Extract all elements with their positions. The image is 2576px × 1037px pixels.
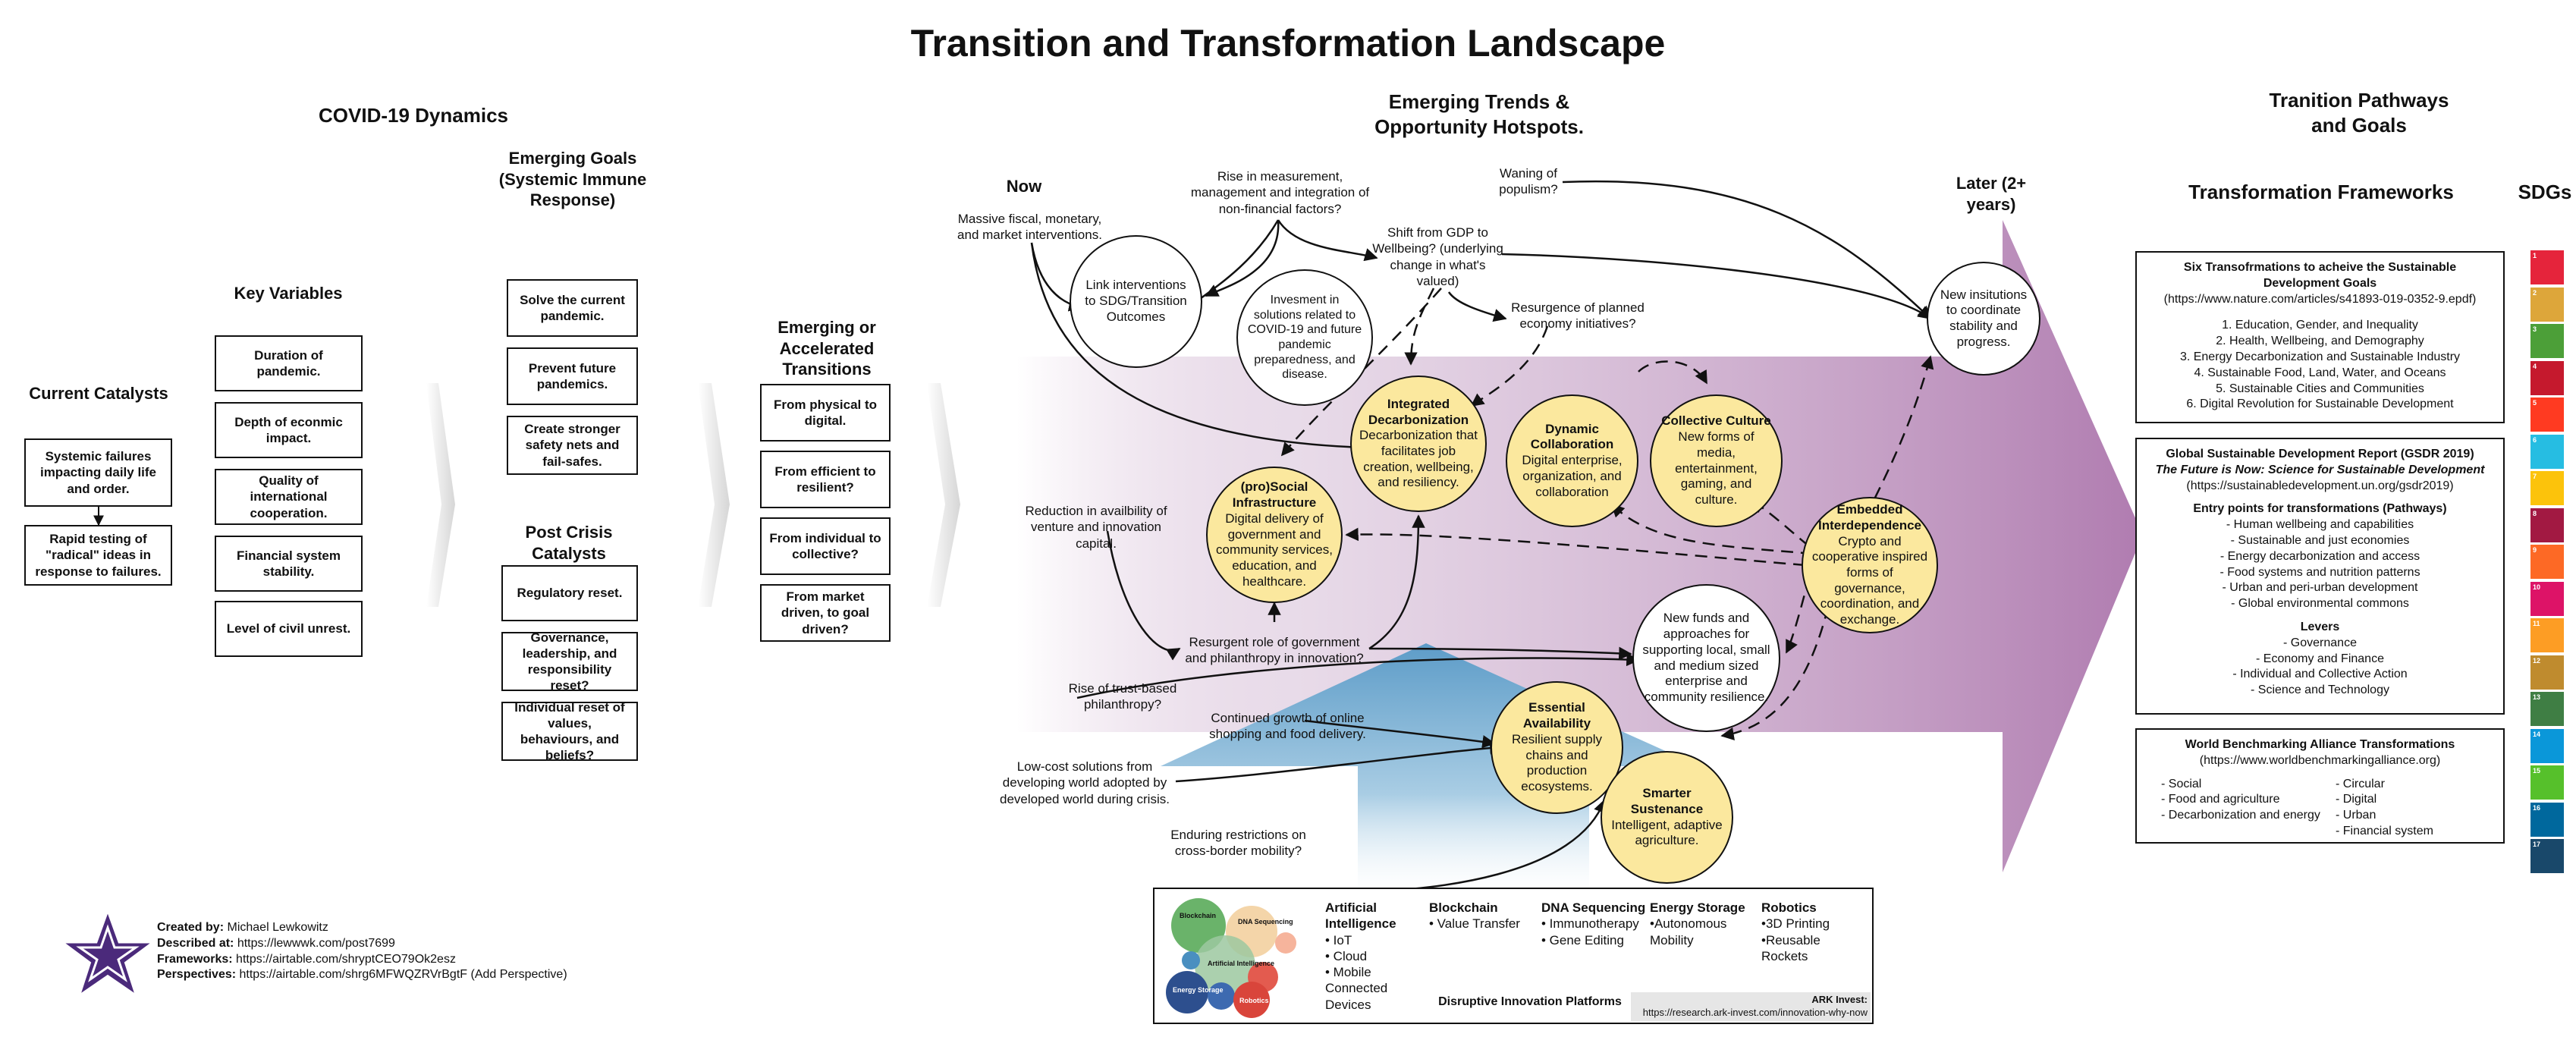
circle-link-interventions: Link interventions to SDG/Transition Out… (1070, 235, 1202, 368)
label-resurgent-gov: Resurgent role of government and philant… (1185, 635, 1364, 666)
sdg-goal-icon: 12 (2530, 655, 2564, 690)
sdg-goal-icon: 3 (2530, 324, 2564, 358)
sdg-goal-icon: 13 (2530, 692, 2564, 726)
platform-column-dna: DNA Sequencing • Immunotherapy• Gene Edi… (1541, 900, 1646, 947)
innovation-caption: Disruptive Innovation Platforms (1438, 995, 1622, 1008)
chevron-2 (698, 383, 730, 607)
sdg-goal-icon: 17 (2530, 839, 2564, 873)
key-variables-heading: Key Variables (234, 284, 343, 303)
credits: Created by: Michael Lewkowitz Described … (157, 921, 567, 982)
transition-box: From efficient to resilient? (760, 451, 891, 508)
frameworks-link[interactable]: https://airtable.com/shryptCEO79Ok2esz (236, 952, 456, 966)
circle-investment: Invesment in solutions related to COVID-… (1236, 269, 1373, 406)
key-variable-box: Quality of international cooperation. (215, 469, 363, 525)
framework-gsdr: Global Sustainable Development Report (G… (2135, 438, 2505, 715)
label-online-shopping: Continued growth of online shopping and … (1209, 711, 1366, 742)
sdg-goal-icon: 16 (2530, 802, 2564, 837)
sdg-goal-icon: 1 (2530, 250, 2564, 284)
circle-new-institutions: New insitutions to coordinate stability … (1927, 262, 2040, 376)
sdg-goal-icon: 11 (2530, 618, 2564, 652)
platform-column-energy: Energy Storage •Autonomous Mobility (1650, 900, 1745, 947)
ark-source-link[interactable]: https://research.ark-invest.com/innovati… (1642, 1006, 1868, 1018)
svg-text:Robotics: Robotics (1239, 997, 1269, 1004)
now-label: Now (1006, 177, 1042, 196)
ark-source: ARK Invest: https://research.ark-invest.… (1631, 992, 1871, 1021)
innovation-venn-diagram: Blockchain DNA Sequencing Artificial Int… (1166, 898, 1296, 1018)
goal-box: Prevent future pandemics. (507, 347, 638, 405)
framework-wba: World Benchmarking Alliance Transformati… (2135, 728, 2505, 844)
label-reduction: Reduction in availbility of venture and … (1025, 504, 1167, 551)
post-crisis-box: Regulatory reset. (501, 565, 638, 621)
sdg-goal-icon: 15 (2530, 765, 2564, 800)
transition-box: From market driven, to goal driven? (760, 584, 891, 642)
post-crisis-heading: Post Crisis Catalysts (525, 523, 613, 563)
svg-text:Artificial Intelligence: Artificial Intelligence (1208, 960, 1274, 967)
transition-box: From physical to digital. (760, 384, 891, 442)
label-low-cost: Low-cost solutions from developing world… (1000, 759, 1170, 806)
pathways-heading: Tranition Pathways and Goals (2269, 89, 2449, 137)
key-variable-box: Financial system stability. (215, 536, 363, 592)
framework-six-transformations: Six Transofrmations to acheive the Susta… (2135, 251, 2505, 423)
svg-text:Energy Storage: Energy Storage (1173, 986, 1224, 994)
sdg-goal-icon: 5 (2530, 398, 2564, 432)
catalyst-box: Rapid testing of "radical" ideas in resp… (24, 525, 172, 586)
svg-text:Blockchain: Blockchain (1180, 912, 1216, 919)
post-crisis-box: Individual reset of values, behaviours, … (501, 700, 638, 762)
emerging-goals-heading: Emerging Goals (Systemic Immune Response… (498, 149, 647, 209)
perspectives-link[interactable]: https://airtable.com/shrg6MFWQZRVrBgtF (… (239, 968, 567, 982)
platform-column-ai: Artificial Intelligence • IoT• Cloud• Mo… (1325, 900, 1396, 1012)
sdg-goal-icon: 4 (2530, 360, 2564, 395)
page-title: Transition and Transformation Landscape (910, 22, 1666, 64)
circle-new-funds: New funds and approaches for supporting … (1632, 584, 1780, 732)
covid-heading: COVID-19 Dynamics (319, 104, 508, 127)
sdg-goal-icon: 14 (2530, 728, 2564, 763)
svg-text:DNA Sequencing: DNA Sequencing (1238, 918, 1293, 925)
chevron-1 (426, 383, 455, 607)
sdg-goal-icon: 8 (2530, 508, 2564, 542)
key-variable-box: Duration of pandemic. (215, 335, 363, 391)
label-rise-measurement: Rise in measurement, management and inte… (1190, 169, 1370, 216)
chevron-3 (927, 383, 960, 607)
platform-column-blockchain: Blockchain • Value Transfer (1429, 900, 1520, 932)
label-trust-based: Rise of trust-based philanthropy? (1068, 681, 1177, 712)
key-variable-box: Level of civil unrest. (215, 601, 363, 657)
label-shift-gdp: Shift from GDP to Wellbeing? (underlying… (1372, 225, 1503, 288)
sdgs-heading: SDGs (2518, 181, 2572, 203)
key-variable-box: Depth of econmic impact. (215, 402, 363, 458)
sdg-goal-icon: 9 (2530, 545, 2564, 579)
transitions-heading: Emerging or Accelerated Transitions (778, 318, 876, 379)
label-resurgence-planned: Resurgence of planned economy initiative… (1511, 300, 1645, 332)
label-restrictions: Enduring restrictions on cross-border mo… (1170, 828, 1306, 859)
described-link[interactable]: https://lewwwk.com/post7699 (237, 936, 395, 950)
innovation-platforms-panel: Blockchain DNA Sequencing Artificial Int… (1153, 888, 1874, 1024)
sdg-goal-icon: 2 (2530, 287, 2564, 322)
star-logo-icon (65, 914, 150, 993)
transition-box: From individual to collective? (760, 517, 891, 575)
sdg-goal-icon: 10 (2530, 581, 2564, 616)
trends-heading: Emerging Trends & Opportunity Hotspots. (1374, 90, 1584, 138)
later-label: Later (2+ years) (1956, 174, 2027, 214)
catalyst-box: Systemic failures impacting daily life a… (24, 438, 172, 507)
label-waning: Waning of populism? (1499, 166, 1558, 197)
current-catalysts-heading: Current Catalysts (29, 384, 168, 403)
goal-box: Create stronger safety nets and fail-saf… (507, 416, 638, 475)
sdg-goal-icon: 6 (2530, 434, 2564, 469)
goal-box: Solve the current pandemic. (507, 279, 638, 337)
platform-column-robotics: Robotics •3D Printing•Reusable Rockets (1761, 900, 1830, 963)
frameworks-heading: Transformation Frameworks (2188, 181, 2454, 203)
sdg-goal-icon: 7 (2530, 471, 2564, 505)
label-massive-fiscal: Massive fiscal, monetary, and market int… (957, 212, 1102, 243)
post-crisis-box: Governance, leadership, and responsibili… (501, 630, 638, 693)
